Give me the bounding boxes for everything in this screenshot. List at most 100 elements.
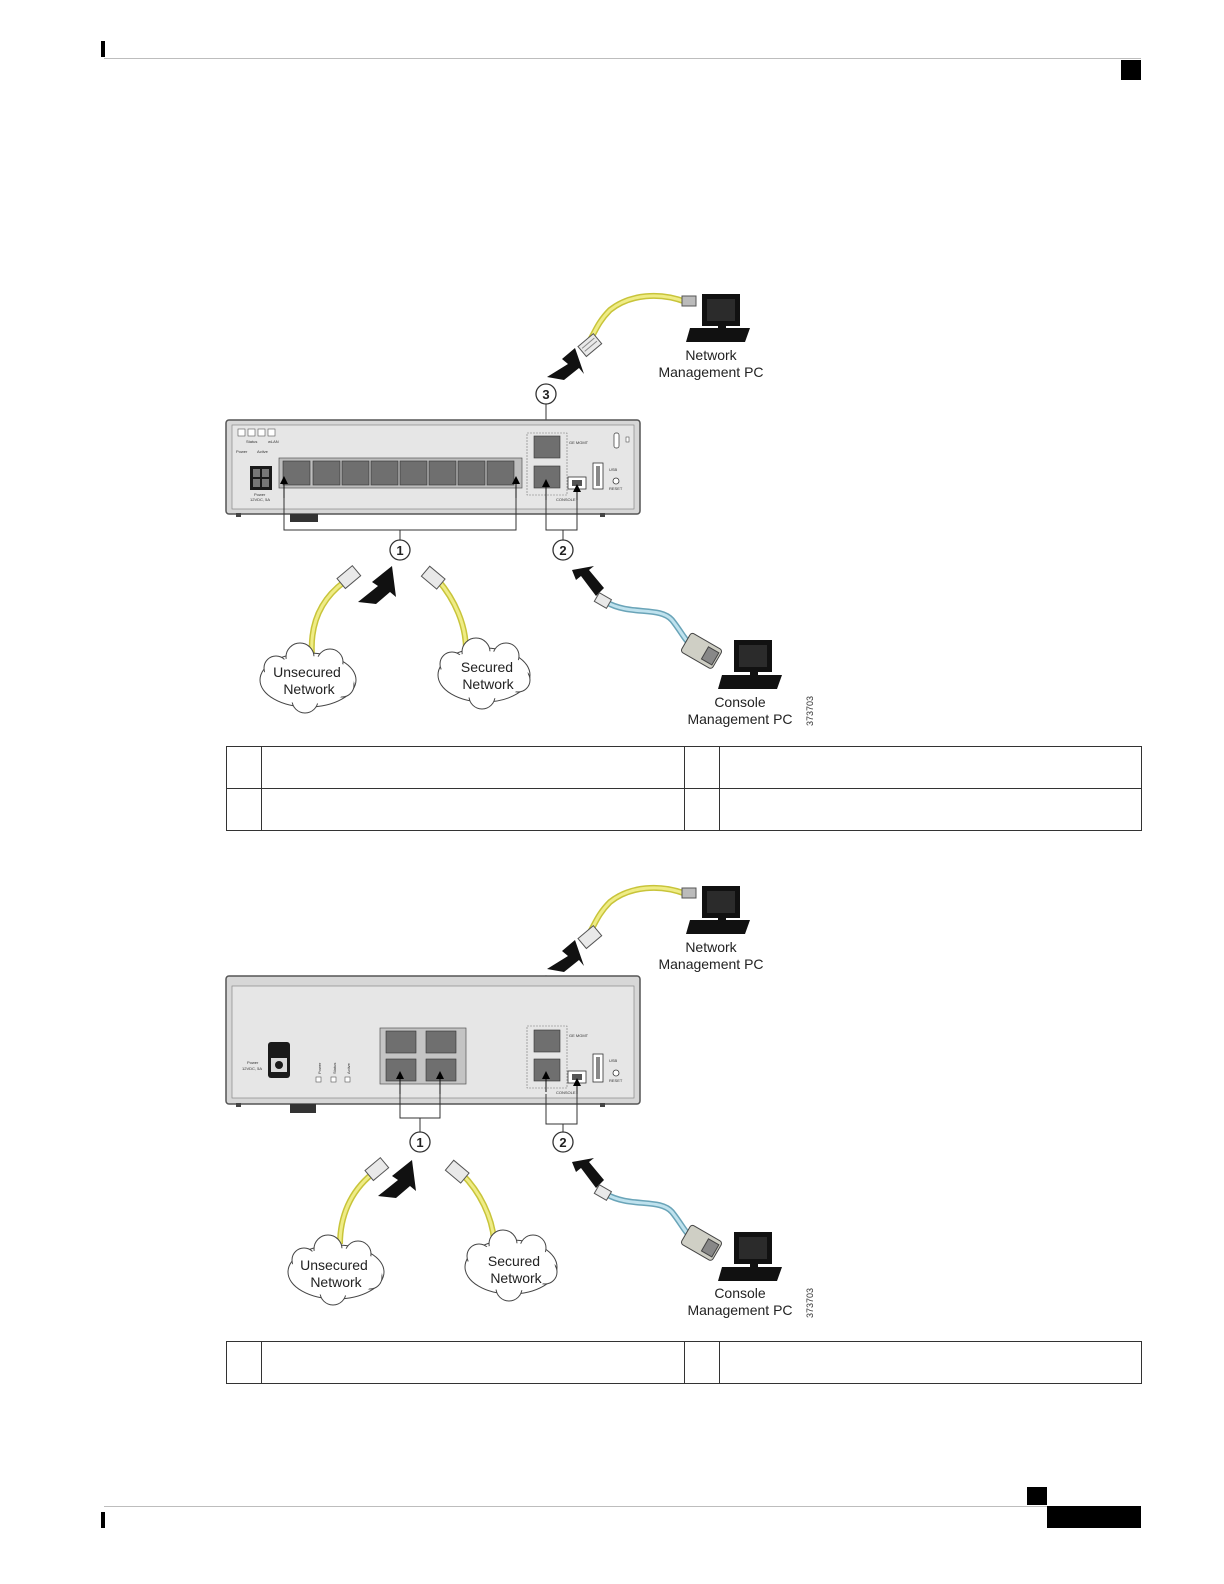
callout-3-number: 3	[542, 387, 549, 402]
ethernet-ports-8	[282, 460, 515, 486]
table-row	[226, 788, 1142, 831]
console-label: CONSOLE	[556, 497, 576, 502]
network-management-pc-icon	[686, 294, 750, 342]
console-rj45-port	[533, 1058, 561, 1082]
figure-id: 373703	[805, 696, 815, 726]
reset-button	[612, 477, 620, 485]
network-pc-label-line1: Network	[685, 939, 737, 955]
callout-1-number: 1	[416, 1135, 423, 1150]
mgmt-port	[533, 1029, 561, 1053]
secured-network-cloud-icon	[464, 1229, 558, 1302]
legend-text	[261, 788, 685, 831]
led-label-status: Status	[332, 1063, 337, 1074]
legend-number	[683, 1341, 720, 1384]
callout-2	[552, 539, 574, 561]
reset-label: RESET	[609, 1078, 623, 1083]
legend-text	[718, 746, 1142, 789]
unsecured-label-line2: Network	[283, 681, 335, 697]
network-pc-label-line2: Management PC	[658, 364, 763, 380]
reset-label: RESET	[609, 486, 623, 491]
console-management-pc-icon	[718, 640, 782, 689]
legend-number	[683, 746, 720, 789]
db9-connector	[681, 1224, 722, 1261]
power-rating-label: 12VDC, 5A	[242, 1066, 262, 1071]
mgmt-port	[533, 435, 561, 459]
unsecured-network-cloud-icon	[287, 1234, 385, 1306]
mgmt-rj45-connector	[577, 924, 603, 950]
callout-1-number: 1	[396, 543, 403, 558]
power-rating-label: 12VDC, 5A	[250, 497, 270, 502]
unsecured-network-cloud-icon	[259, 642, 357, 714]
secured-label-line2: Network	[462, 676, 514, 692]
arrow-3-icon	[547, 940, 584, 972]
console-pc-label-line2: Management PC	[687, 1302, 792, 1318]
secured-label-line2: Network	[490, 1270, 542, 1286]
status-leds	[237, 428, 276, 437]
led-label-status: Status	[246, 439, 257, 444]
secured-network-cloud-icon	[437, 637, 531, 710]
callout-1	[409, 1131, 431, 1153]
console-rj45-port	[533, 465, 561, 489]
secured-cable	[459, 1171, 497, 1241]
mgmt-label: GE MGMT	[569, 440, 589, 445]
header-rule	[104, 58, 1141, 59]
table-row	[226, 1341, 1142, 1384]
led-label-active: Active	[346, 1062, 351, 1074]
legend-number	[683, 788, 720, 831]
console-pc-label-line1: Console	[714, 694, 766, 710]
footer-page-tab	[1047, 1506, 1141, 1528]
power-label: Power	[247, 1060, 259, 1065]
figure-1-illustration: Network Management PC 3 Power Status Act…	[225, 292, 815, 727]
led-label-power: Power	[317, 1062, 322, 1074]
reset-button	[612, 1069, 620, 1077]
arrow-1-icon	[378, 1160, 416, 1198]
led-label-active: Active	[257, 449, 269, 454]
unsecured-label-line2: Network	[310, 1274, 362, 1290]
led-label-wlan: wLAN	[268, 439, 279, 444]
footer-margin-mark	[101, 1512, 105, 1528]
status-leds	[315, 1076, 351, 1083]
console-label: CONSOLE	[556, 1090, 576, 1095]
callout-1	[389, 539, 411, 561]
power-label: Power	[254, 492, 266, 497]
header-margin-mark	[101, 41, 105, 57]
legend-table-2	[226, 1341, 1142, 1384]
header-page-mark	[1121, 60, 1141, 80]
footer-page-mark	[1027, 1487, 1047, 1505]
unsecured-label-line1: Unsecured	[300, 1257, 368, 1273]
legend-number	[226, 788, 262, 831]
secured-label-line1: Secured	[461, 659, 513, 675]
legend-text	[718, 1341, 1142, 1384]
arrow-3-icon	[547, 348, 584, 380]
arrow-2-icon	[572, 1158, 604, 1188]
console-management-pc-icon	[718, 1232, 782, 1281]
legend-number	[226, 746, 262, 789]
console-pc-label-line2: Management PC	[687, 711, 792, 727]
ethernet-ports-4	[385, 1030, 457, 1082]
legend-table-1	[226, 746, 1142, 831]
usb-label: USB	[609, 1058, 618, 1063]
figure-1: Network Management PC 3 Power Status Act…	[0, 280, 1224, 740]
legend-text	[261, 1341, 685, 1384]
legend-number	[226, 1341, 262, 1384]
figure-2: Network Management PC 3 Power 12VDC, 5A …	[0, 872, 1224, 1332]
table-row	[226, 746, 1142, 789]
device-rear-panel: Power 12VDC, 5A Power Status Active GE M…	[225, 975, 641, 1113]
mgmt-rj45-connector	[577, 332, 603, 358]
unsecured-label-line1: Unsecured	[273, 664, 341, 680]
network-management-pc-icon	[686, 886, 750, 934]
usb-label: USB	[609, 467, 618, 472]
arrow-1-icon	[358, 566, 396, 604]
arrow-2-icon	[572, 566, 604, 596]
callout-2	[552, 1131, 574, 1153]
network-pc-label-line2: Management PC	[658, 956, 763, 972]
device-rear-panel: Power Status Active wLAN Power 12VDC, 5A…	[225, 419, 641, 522]
console-pc-label-line1: Console	[714, 1285, 766, 1301]
secured-label-line1: Secured	[488, 1253, 540, 1269]
legend-text	[261, 746, 685, 789]
led-label-power: Power	[236, 449, 248, 454]
figure-2-illustration: Network Management PC 3 Power 12VDC, 5A …	[225, 884, 815, 1318]
figure-id: 373703	[805, 1288, 815, 1318]
legend-text	[718, 788, 1142, 831]
mgmt-label: GE MGMT	[569, 1033, 589, 1038]
